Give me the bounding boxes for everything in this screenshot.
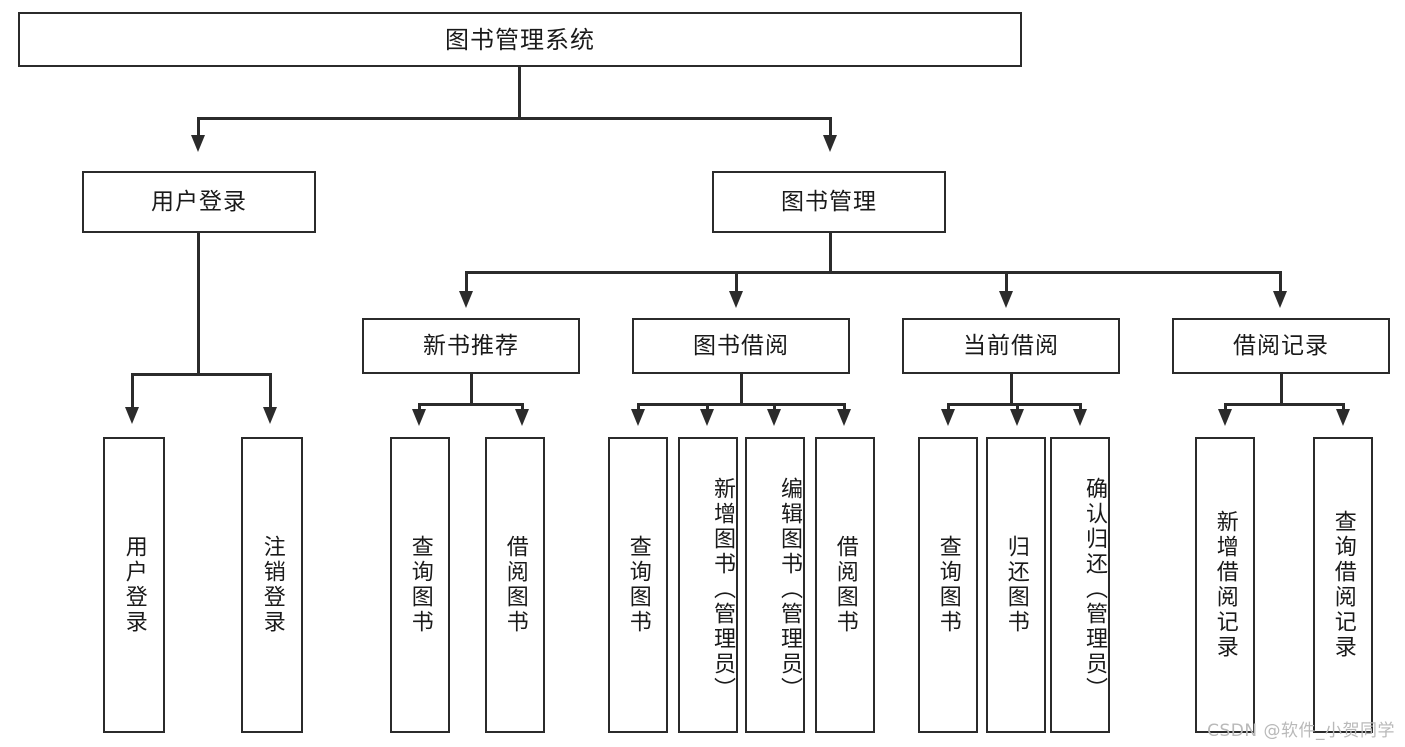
watermark: CSDN @软件_小贺同学 [1207,721,1395,741]
leaf-current-return-book[interactable]: 归还图书 [986,437,1046,733]
connector-recommend-bus [418,403,524,406]
connector-recommend-stem [470,374,473,405]
node-label: 图书借阅 [693,332,789,359]
leaf-current-query-book[interactable]: 查询图书 [918,437,978,733]
leaf-logout[interactable]: 注销登录 [241,437,303,733]
node-label: 编辑图书（管理员） [777,476,802,702]
connector-root-bus [197,117,831,120]
connector-root-drop-2 [829,117,832,137]
leaf-current-confirm-return[interactable]: 确认归还（管理员） [1050,437,1110,733]
connector-current-drop-1 [947,403,950,411]
connector-recommend-drop-2 [521,403,524,411]
connector-book-mgmt-drop-1 [465,271,468,293]
leaf-borrow-edit-book[interactable]: 编辑图书（管理员） [745,437,805,733]
node-label: 新增借阅记录 [1212,510,1238,660]
arrow-to-leaf-current-confirm [1073,409,1087,426]
connector-borrow-bus [637,403,845,406]
arrow-to-new-book-recommend [459,291,473,308]
leaf-recommend-query-book[interactable]: 查询图书 [390,437,450,733]
connector-record-stem [1280,374,1283,405]
connector-current-drop-3 [1079,403,1082,411]
leaf-borrow-lend-book[interactable]: 借阅图书 [815,437,875,733]
connector-book-mgmt-bus [465,271,1281,274]
node-new-book-recommend[interactable]: 新书推荐 [362,318,580,374]
connector-recommend-drop-1 [418,403,421,411]
connector-record-drop-1 [1224,403,1227,411]
node-root-system[interactable]: 图书管理系统 [18,12,1022,67]
connector-borrow-stem [740,374,743,405]
connector-user-login-drop-2 [269,373,272,409]
connector-current-bus [947,403,1081,406]
arrow-to-borrow-record [1273,291,1287,308]
arrow-to-current-borrow [999,291,1013,308]
node-label: 当前借阅 [963,332,1059,359]
arrow-to-book-management [823,135,837,152]
node-label: 借阅图书 [832,535,858,635]
node-label: 查询图书 [625,535,651,635]
node-book-borrow[interactable]: 图书借阅 [632,318,850,374]
connector-user-login-stem [197,233,200,375]
connector-borrow-drop-1 [637,403,640,411]
connector-record-bus [1224,403,1344,406]
arrow-to-leaf-current-return [1010,409,1024,426]
node-book-management[interactable]: 图书管理 [712,171,946,233]
node-user-login[interactable]: 用户登录 [82,171,316,233]
arrow-to-user-login [191,135,205,152]
node-label: 图书管理 [781,188,877,215]
node-label: 用户登录 [121,535,147,635]
connector-borrow-drop-4 [843,403,846,411]
connector-book-mgmt-drop-2 [735,271,738,293]
arrow-to-leaf-record-add [1218,409,1232,426]
node-borrow-record[interactable]: 借阅记录 [1172,318,1390,374]
connector-borrow-drop-2 [706,403,709,411]
leaf-recommend-borrow-book[interactable]: 借阅图书 [485,437,545,733]
node-current-borrow[interactable]: 当前借阅 [902,318,1120,374]
connector-current-stem [1010,374,1013,405]
node-label: 确认归还（管理员） [1082,476,1107,702]
leaf-borrow-query-book[interactable]: 查询图书 [608,437,668,733]
connector-book-mgmt-drop-3 [1005,271,1008,293]
connector-borrow-drop-3 [773,403,776,411]
connector-user-login-drop-1 [131,373,134,409]
node-label: 用户登录 [151,188,247,215]
arrow-to-leaf-logout [263,407,277,424]
connector-book-mgmt-drop-4 [1279,271,1282,293]
node-label: 新书推荐 [423,332,519,359]
leaf-borrow-add-book[interactable]: 新增图书（管理员） [678,437,738,733]
connector-root-stem [518,67,521,119]
connector-book-mgmt-stem [829,233,832,273]
node-label: 新增图书（管理员） [710,476,735,702]
arrow-to-leaf-current-query [941,409,955,426]
arrow-to-book-borrow [729,291,743,308]
arrow-to-leaf-record-query [1336,409,1350,426]
node-label: 查询图书 [407,535,433,635]
node-label: 图书管理系统 [445,25,595,54]
connector-root-drop-1 [197,117,200,137]
arrow-to-leaf-user-login [125,407,139,424]
arrow-to-leaf-borrow-query [631,409,645,426]
node-label: 借阅记录 [1233,332,1329,359]
arrow-to-leaf-borrow-lend [837,409,851,426]
node-label: 归还图书 [1003,535,1029,635]
connector-user-login-bus [131,373,271,376]
arrow-to-leaf-recommend-borrow [515,409,529,426]
leaf-record-query[interactable]: 查询借阅记录 [1313,437,1373,733]
arrow-to-leaf-borrow-edit [767,409,781,426]
connector-record-drop-2 [1342,403,1345,411]
node-label: 注销登录 [259,535,285,635]
node-label: 查询借阅记录 [1330,510,1356,660]
arrow-to-leaf-borrow-add [700,409,714,426]
arrow-to-leaf-recommend-query [412,409,426,426]
connector-current-drop-2 [1016,403,1019,411]
leaf-record-add[interactable]: 新增借阅记录 [1195,437,1255,733]
node-label: 查询图书 [935,535,961,635]
leaf-user-login[interactable]: 用户登录 [103,437,165,733]
node-label: 借阅图书 [502,535,528,635]
